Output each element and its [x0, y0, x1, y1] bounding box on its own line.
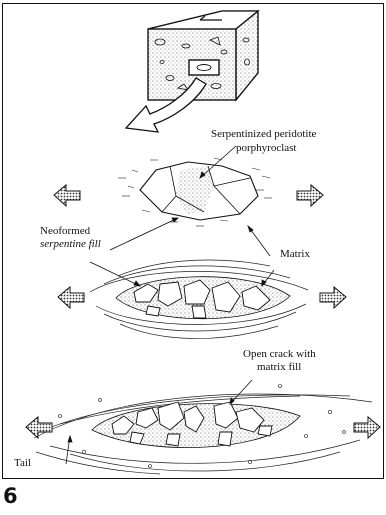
stage1-porphyroclast: [54, 158, 323, 226]
extension-arrow-left-1: [54, 185, 80, 206]
extension-arrow-left-3: [26, 417, 52, 438]
extension-arrow-right-3: [354, 417, 380, 438]
inset-box: [189, 60, 219, 75]
label-porphyroclast-2: porphyroclast: [236, 142, 296, 154]
extension-arrow-right-2: [320, 287, 346, 308]
label-open-crack-1: Open crack with: [243, 348, 316, 360]
label-open-crack-2: matrix fill: [257, 361, 301, 373]
extension-arrow-left-2: [58, 287, 84, 308]
label-porphyroclast-1: Serpentinized peridotite: [211, 128, 316, 140]
stage3-open-crack: [26, 385, 380, 475]
extension-arrow-right-1: [297, 185, 323, 206]
label-neoformed-2: serpentine fill: [40, 238, 101, 250]
stage2-neoformed: [58, 260, 346, 339]
label-neoformed-1: Neoformed: [40, 225, 91, 237]
label-tail: Tail: [14, 457, 31, 469]
label-matrix: Matrix: [280, 248, 310, 260]
figure-number: 6: [3, 484, 18, 508]
